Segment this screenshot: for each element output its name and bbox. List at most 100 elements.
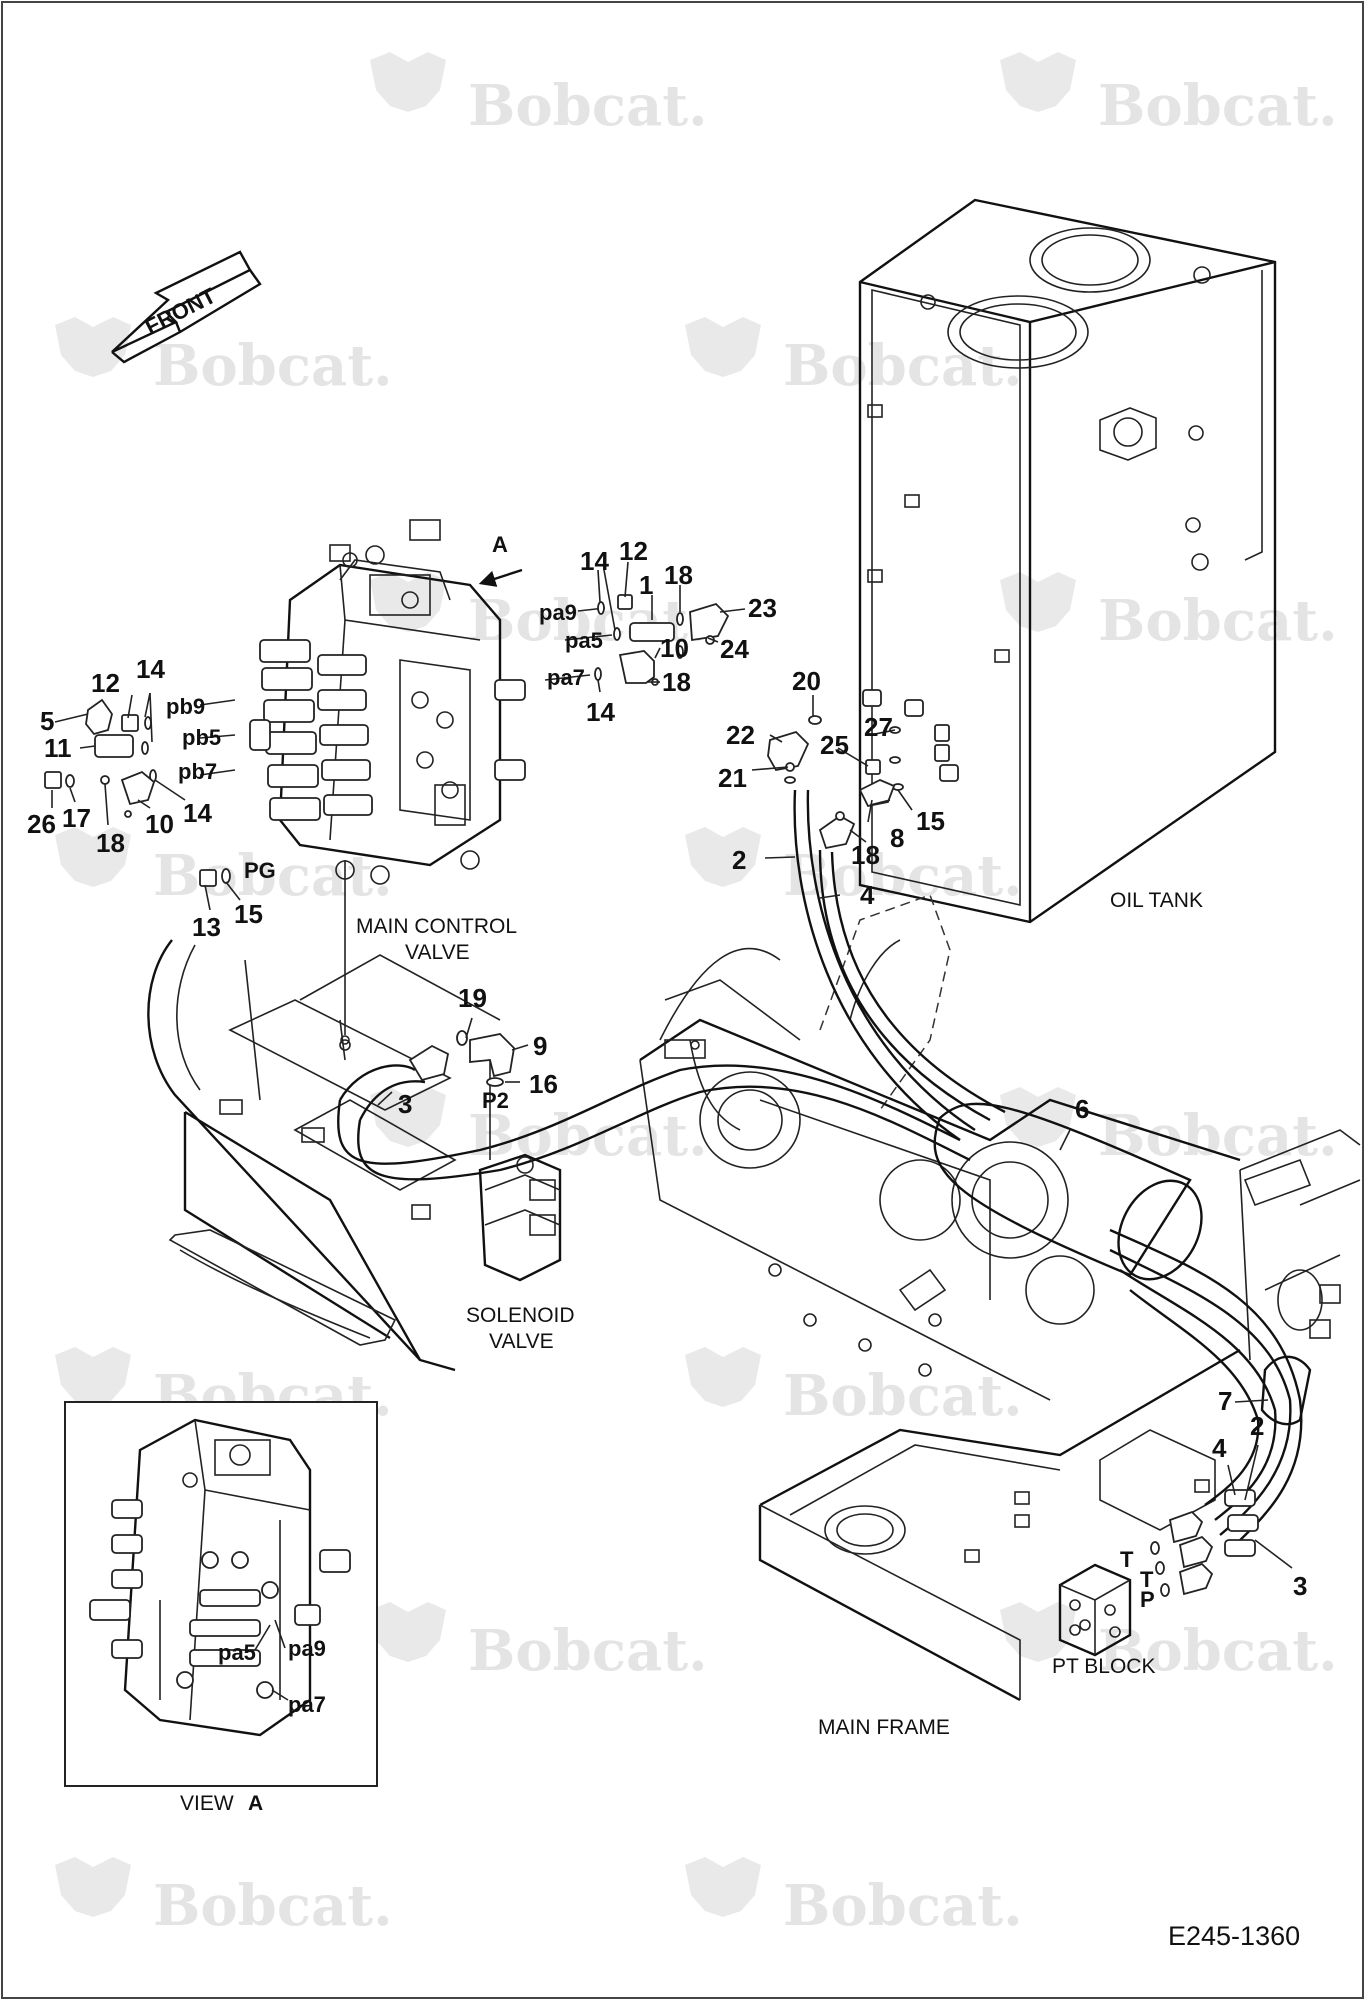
callout-18: 18: [662, 667, 691, 697]
port-pb9: pb9: [166, 694, 205, 719]
watermark-14: Bobcat.: [1000, 1602, 1338, 1684]
bobcat-logo-icon: [685, 827, 761, 887]
callout-14: 14: [586, 697, 615, 727]
inset-port-pa7: pa7: [288, 1692, 326, 1717]
callout-22: 22: [726, 720, 755, 750]
solenoid-valve-caption-1: SOLENOID: [466, 1304, 575, 1327]
callout-6: 6: [1075, 1094, 1089, 1124]
callout-18: 18: [664, 560, 693, 590]
bobcat-logo-icon: [370, 1087, 446, 1147]
callout-16: 16: [529, 1069, 558, 1099]
view-a-inset: pa5 pa9 pa7: [64, 1401, 378, 1787]
pt-port-t1: T: [1120, 1547, 1134, 1572]
watermark-4: Bobcat.: [685, 317, 1023, 399]
watermark-15: Bobcat.: [55, 1857, 393, 1939]
callout-5: 5: [40, 706, 54, 736]
callout-13: 13: [192, 912, 221, 942]
callout-10: 10: [145, 809, 174, 839]
callout-1: 1: [639, 570, 653, 600]
callout-4: 4: [1212, 1433, 1227, 1463]
watermark-6: Bobcat.: [1000, 572, 1338, 654]
main-frame-structure: MAIN FRAME: [639, 894, 1361, 1739]
main-control-valve-caption-1: MAIN CONTROL: [356, 915, 517, 938]
main-control-valve: MAIN CONTROL VALVE: [249, 519, 526, 1045]
drawing-code: E245-1360: [1168, 1921, 1300, 1951]
bobcat-logo-icon: [55, 1857, 131, 1917]
callout-9: 9: [533, 1031, 547, 1061]
callout-18: 18: [96, 828, 125, 858]
spool-caps: [249, 639, 526, 821]
fittings-pa-side: [544, 594, 730, 686]
watermark-text: Bobcat.: [783, 1873, 1023, 1939]
callout-2: 2: [732, 845, 746, 875]
callout-leaders: [51, 561, 1293, 1569]
watermark-text: Bobcat.: [153, 333, 393, 399]
callout-25: 25: [820, 730, 849, 760]
bobcat-logo-icon: [370, 52, 446, 112]
callout-10: 10: [660, 633, 689, 663]
bobcat-logo-icon: [685, 1347, 761, 1407]
watermark-text: Bobcat.: [1098, 1103, 1338, 1169]
fittings-solenoid: [408, 1030, 515, 1087]
pt-block: PT BLOCK: [1052, 1489, 1259, 1678]
pt-port-t2: T: [1140, 1567, 1154, 1592]
watermark-12: Bobcat.: [685, 1347, 1023, 1429]
watermark-2: Bobcat.: [1000, 52, 1338, 139]
port-p2: P2: [482, 1088, 509, 1113]
view-a-caption-prefix: VIEW: [180, 1792, 234, 1815]
port-pa7: pa7: [547, 665, 585, 690]
watermark-text: Bobcat.: [468, 73, 708, 139]
callout-7: 7: [1218, 1386, 1232, 1416]
hoses: [337, 789, 1303, 1551]
callout-20: 20: [792, 666, 821, 696]
front-arrow-icon: [111, 250, 252, 354]
callout-14: 14: [580, 546, 609, 576]
pt-block-caption: PT BLOCK: [1052, 1655, 1155, 1678]
watermark-text: Bobcat.: [468, 588, 708, 654]
oil-tank-caption: OIL TANK: [1110, 889, 1203, 912]
main-control-valve-caption-2: VALVE: [405, 941, 470, 964]
bobcat-logo-icon: [1000, 1602, 1076, 1662]
callout-11: 11: [44, 733, 72, 763]
bobcat-logo-icon: [370, 1602, 446, 1662]
callout-27: 27: [864, 712, 893, 742]
watermark-9: Bobcat.: [370, 1087, 708, 1169]
watermark-16: Bobcat.: [685, 1857, 1023, 1939]
view-a-caption-letter: A: [248, 1792, 263, 1815]
port-pb7: pb7: [178, 759, 217, 784]
watermark-13: Bobcat.: [370, 1602, 708, 1684]
callout-3: 3: [1293, 1571, 1307, 1601]
pt-port-p: P: [1140, 1587, 1155, 1612]
callout-4: 4: [860, 880, 875, 910]
callout-3: 3: [398, 1089, 412, 1119]
view-a-marker: A: [492, 532, 508, 557]
port-pg: PG: [244, 858, 276, 883]
watermark-1: Bobcat.: [370, 52, 708, 139]
solenoid-valve: SOLENOID VALVE: [466, 1040, 575, 1353]
port-labels: pa9 pa5 pa7 pb9 pb5 pb7 PG P2 T T P: [166, 600, 1155, 1612]
inset-port-pa9: pa9: [288, 1636, 326, 1661]
bobcat-logo-icon: [1000, 52, 1076, 112]
watermark-text: Bobcat.: [783, 1363, 1023, 1429]
watermark-text: Bobcat.: [1098, 1618, 1338, 1684]
port-pa9: pa9: [539, 600, 577, 625]
upper-frame-structure: [147, 939, 501, 1372]
watermark-text: Bobcat.: [468, 1103, 708, 1169]
callout-numbers: 14 12 1 18 23 10 24 18 14 12 14 5 11 26 …: [27, 536, 1307, 1601]
port-pa5: pa5: [565, 628, 603, 653]
callout-15: 15: [916, 806, 945, 836]
callout-12: 12: [619, 536, 648, 566]
bobcat-logo-icon: [370, 572, 446, 632]
view-a-arrow: A: [478, 532, 523, 587]
watermark-3: Bobcat.: [55, 317, 393, 399]
callout-23: 23: [748, 593, 777, 623]
callout-19: 19: [458, 983, 487, 1013]
hose-sleeve-6: [933, 1102, 1203, 1281]
callout-14: 14: [136, 654, 165, 684]
callout-15: 15: [234, 899, 263, 929]
watermark-text: Bobcat.: [1098, 588, 1338, 654]
solenoid-valve-caption-2: VALVE: [489, 1330, 554, 1353]
fittings-tank-side: [767, 689, 959, 850]
bobcat-logo-icon: [1000, 572, 1076, 632]
